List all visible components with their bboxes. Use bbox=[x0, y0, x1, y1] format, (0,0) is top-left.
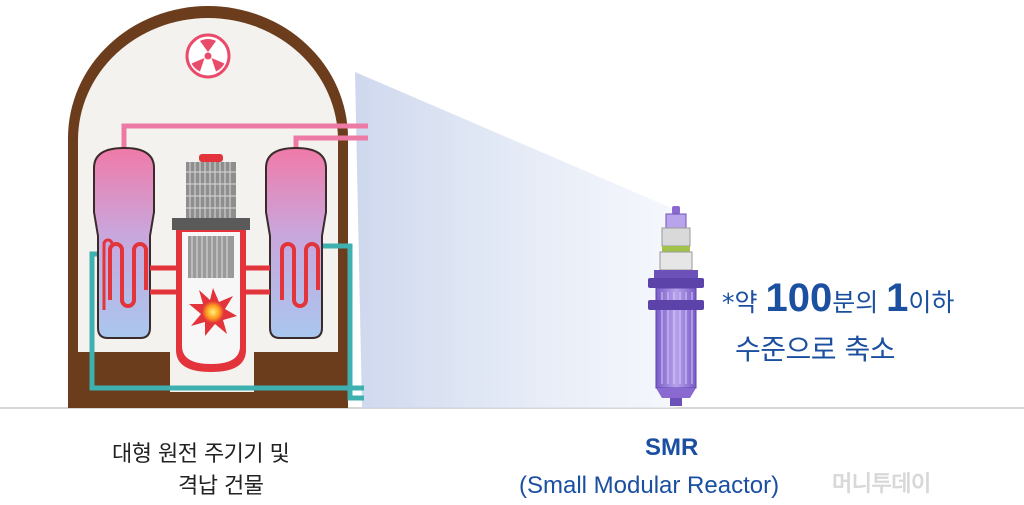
steam-generator-left bbox=[93, 146, 155, 339]
note-number-1: 1 bbox=[886, 276, 909, 320]
smr-subtitle: (Small Modular Reactor) bbox=[519, 472, 780, 499]
smr-module bbox=[648, 206, 704, 406]
large-reactor-caption-line2: 격납 건물 bbox=[178, 474, 264, 499]
note-number-100: 100 bbox=[765, 276, 833, 320]
size-reduction-note-line1: *약 100분의 1이하 bbox=[722, 276, 954, 321]
smr-title: SMR bbox=[645, 434, 699, 461]
size-reduction-note-line2: 수준으로 축소 bbox=[735, 333, 895, 366]
note-suffix: 이하 bbox=[908, 288, 955, 317]
radiation-icon bbox=[185, 33, 231, 79]
note-prefix: *약 bbox=[722, 288, 766, 317]
steam-generator-right bbox=[265, 146, 327, 339]
reactor-core-icon bbox=[189, 288, 237, 336]
large-reactor-caption-line1: 대형 원전 주기기 및 bbox=[112, 442, 290, 467]
note-middle: 분의 bbox=[832, 288, 887, 317]
scale-projection-beam bbox=[355, 72, 676, 408]
watermark: 머니투데이 bbox=[832, 472, 931, 497]
